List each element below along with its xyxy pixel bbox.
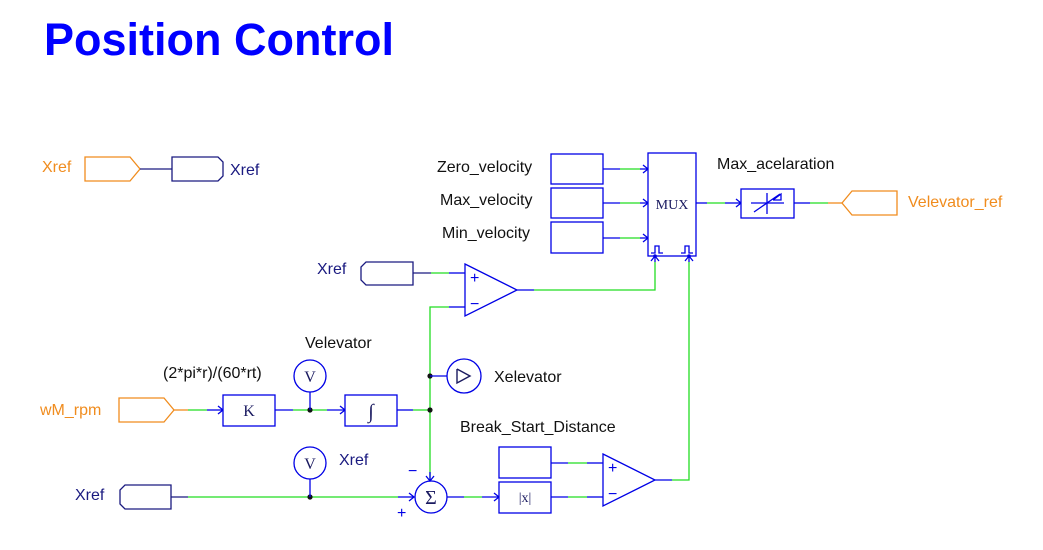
pulse-icon [681, 245, 693, 254]
xref-input-port[interactable]: Xref [42, 156, 141, 182]
xref-from-bottom-label: Xref [75, 487, 105, 504]
abs-symbol: |x| [519, 491, 532, 506]
min-velocity-label: Min_velocity [442, 225, 530, 242]
max-velocity-constant[interactable]: Max_velocity [440, 187, 604, 219]
arrow-icon [408, 492, 416, 502]
abs-block[interactable]: |x| [498, 481, 552, 514]
probe-shape [446, 358, 482, 394]
max-acelaration-label: Max_acelaration [717, 156, 834, 173]
rate-limiter-icon [751, 192, 784, 214]
comparator-top[interactable]: + − [464, 262, 519, 318]
sum-symbol: Σ [425, 487, 437, 509]
zero-velocity-label: Zero_velocity [437, 159, 532, 176]
constant-block [498, 446, 552, 479]
velevator-ref-label: Velevator_ref [908, 194, 1003, 211]
probe-symbol: V [304, 456, 316, 473]
wire [534, 262, 656, 291]
velevator-ref-output-port[interactable]: Velevator_ref [841, 190, 1003, 216]
xelevator-probe[interactable]: Xelevator [446, 358, 562, 394]
abs-shape [498, 481, 552, 514]
wm-rpm-input-port[interactable]: wM_rpm [39, 397, 175, 423]
input-port-shape [84, 156, 141, 182]
max-velocity-label: Max_velocity [440, 192, 532, 209]
xref-input-label: Xref [42, 159, 72, 176]
input-port-shape [118, 397, 175, 423]
rate-limiter-block[interactable]: Max_acelaration [717, 156, 834, 219]
xelevator-label: Xelevator [494, 369, 562, 386]
minus-sign: − [408, 463, 417, 480]
probe-triangle-icon [456, 368, 472, 385]
mux-label: MUX [656, 198, 689, 213]
mux-input-wires [603, 164, 650, 243]
velevator-label: Velevator [305, 335, 372, 352]
wire [672, 262, 690, 481]
constant-block [550, 153, 604, 185]
constant-block [550, 187, 604, 219]
integrator-symbol: ∫ [366, 401, 375, 424]
integrator-block[interactable]: ∫ [344, 394, 398, 427]
xref-goto-tag[interactable]: Xref [171, 156, 260, 182]
xref-goto-label: Xref [230, 162, 260, 179]
junction-dot [427, 407, 433, 413]
plus-sign: + [608, 460, 617, 477]
velevator-probe[interactable]: Velevator V [293, 335, 372, 410]
xref-probe[interactable]: V Xref [293, 446, 369, 497]
break-start-distance-label: Break_Start_Distance [460, 419, 616, 436]
comparator-bottom[interactable]: + − [602, 452, 657, 508]
gain-symbol: K [243, 403, 255, 420]
comparator-shape [464, 262, 519, 318]
gain-expression: (2*pi*r)/(60*rt) [163, 365, 262, 382]
output-port-shape [841, 190, 898, 216]
constant-block [550, 221, 604, 254]
gain-shape [222, 394, 276, 427]
xref-from-label: Xref [317, 261, 347, 278]
minus-sign: − [470, 296, 479, 313]
sum-block[interactable]: Σ − + [397, 463, 448, 522]
min-velocity-constant[interactable]: Min_velocity [442, 221, 604, 254]
zero-velocity-constant[interactable]: Zero_velocity [437, 153, 604, 185]
xref-from-tag-top[interactable]: Xref [317, 261, 414, 286]
gain-block[interactable]: (2*pi*r)/(60*rt) K [163, 365, 276, 427]
integrator-shape [344, 394, 398, 427]
plus-sign: + [397, 505, 406, 522]
from-tag-shape [360, 261, 414, 286]
pulse-icon [651, 245, 663, 254]
plus-sign: + [470, 270, 479, 287]
mux-block[interactable]: MUX [647, 152, 697, 257]
junction [653, 254, 657, 258]
wm-rpm-label: wM_rpm [39, 402, 101, 419]
minus-sign: − [608, 486, 617, 503]
wire [429, 306, 449, 488]
xref-probe-label: Xref [339, 452, 369, 469]
page-title: Position Control [44, 14, 394, 65]
junction [687, 254, 691, 258]
xref-from-tag-bottom[interactable]: Xref [75, 484, 172, 510]
mux-shape [647, 152, 697, 257]
break-start-distance-constant[interactable]: Break_Start_Distance [460, 419, 616, 479]
probe-symbol: V [304, 369, 316, 386]
comparator-shape [602, 452, 657, 508]
goto-tag-shape [171, 156, 224, 182]
from-tag-shape [119, 484, 172, 510]
